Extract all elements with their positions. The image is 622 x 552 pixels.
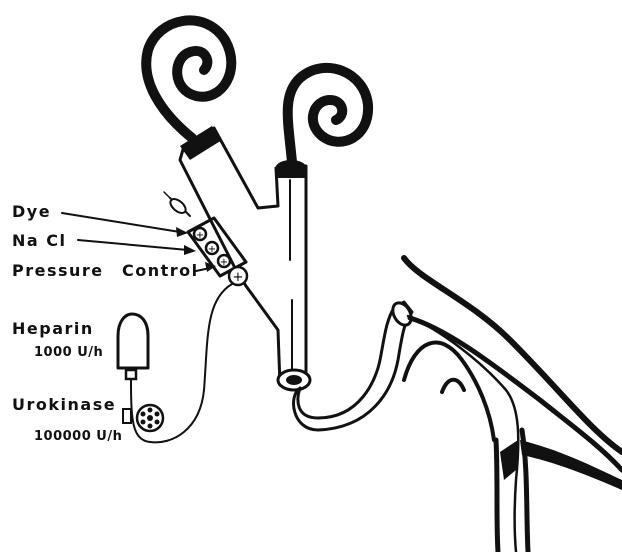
label-heparin-rate: 1000 U/h <box>34 345 103 360</box>
label-pressure: Pressure <box>12 261 104 280</box>
label-heparin: Heparin <box>12 319 94 338</box>
label-control: Control <box>122 261 199 280</box>
svg-text:+: + <box>196 230 204 241</box>
label-dye: Dye <box>12 202 51 221</box>
svg-text:+: + <box>233 270 244 285</box>
label-urokinase-rate: 100000 U/h <box>34 429 122 444</box>
left-catheter-coil <box>146 20 231 138</box>
heparin-bag <box>118 314 148 379</box>
right-arm-cap <box>276 160 306 178</box>
microcatheter <box>408 316 518 552</box>
svg-text:+: + <box>208 244 216 255</box>
label-urokinase: Urokinase <box>12 395 116 414</box>
right-catheter-coil <box>288 68 368 162</box>
label-nacl: Na Cl <box>12 231 66 250</box>
guiding-catheter <box>294 302 412 430</box>
urokinase-pump <box>123 405 163 431</box>
y-connector <box>180 126 310 390</box>
svg-text:+: + <box>220 257 228 268</box>
dye-syringe <box>164 192 190 216</box>
